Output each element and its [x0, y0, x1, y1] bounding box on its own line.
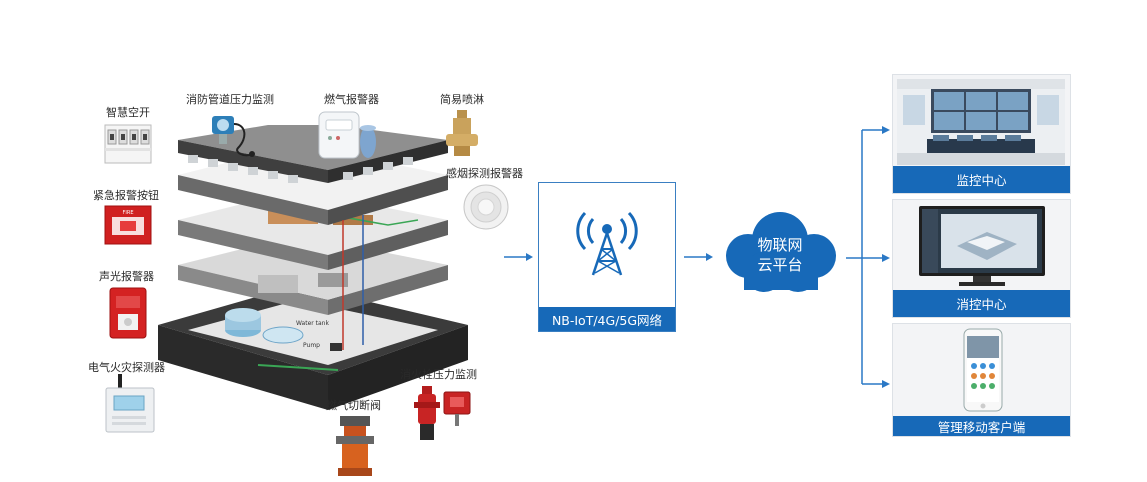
smoke-detector-label: 感烟探测报警器 — [446, 167, 523, 180]
sound-light-alarm-icon — [109, 287, 147, 339]
hydrant-pressure-label: 消火栓压力监测 — [400, 368, 477, 381]
smoke-detector-icon — [463, 184, 509, 230]
smartphone-image — [963, 328, 1003, 412]
pump-text: Pump — [303, 342, 320, 349]
monitor-center-panel: 监控中心 — [892, 74, 1071, 194]
building-illustration: Water tank Pump — [158, 125, 468, 410]
mobile-client-label: 管理移动客户端 — [893, 416, 1070, 436]
emergency-button-label: 紧急报警按钮 — [93, 189, 159, 202]
monitor-screen-image — [919, 206, 1045, 286]
cloud-line2: 云平台 — [757, 256, 803, 274]
gas-shutoff-valve-icon — [336, 416, 374, 476]
cloud-platform-icon — [726, 212, 836, 292]
smart-switch-label: 智慧空开 — [106, 106, 150, 119]
pressure-gauge-icon — [212, 116, 255, 157]
fire-hydrant-icon — [414, 386, 471, 440]
fire-text: FIRE — [123, 210, 134, 216]
smart-switch-icon — [104, 124, 152, 164]
water-tank-text: Water tank — [296, 320, 329, 327]
signal-tower-icon — [576, 211, 638, 276]
sprinkler-valve-icon — [446, 110, 478, 156]
fire-control-center-label: 消控中心 — [893, 290, 1070, 317]
arrow-to-network — [504, 253, 533, 261]
gas-alarm-label: 燃气报警器 — [324, 93, 379, 106]
monitor-center-label: 监控中心 — [893, 166, 1070, 193]
gas-alarm-icon — [318, 111, 376, 159]
electrical-fire-label: 电气火灾探测器 — [88, 361, 165, 374]
cloud-line1: 物联网 — [757, 236, 803, 254]
mobile-client-panel: 管理移动客户端 — [892, 323, 1071, 437]
network-label: NB-IoT/4G/5G网络 — [539, 307, 675, 331]
fire-control-center-panel: 消控中心 — [892, 199, 1071, 318]
control-room-image — [897, 79, 1065, 165]
sprinkler-label: 简易喷淋 — [440, 93, 484, 106]
sound-light-alarm-label: 声光报警器 — [99, 270, 154, 283]
arrow-to-cloud — [684, 253, 713, 261]
emergency-button-icon: FIRE — [104, 205, 152, 245]
network-box: NB-IoT/4G/5G网络 — [538, 182, 676, 332]
pipe-pressure-label: 消防管道压力监测 — [186, 93, 274, 106]
gas-valve-label: 燃气切断阀 — [326, 399, 381, 412]
electrical-fire-detector-icon — [105, 374, 155, 433]
branch-connector — [846, 126, 890, 388]
